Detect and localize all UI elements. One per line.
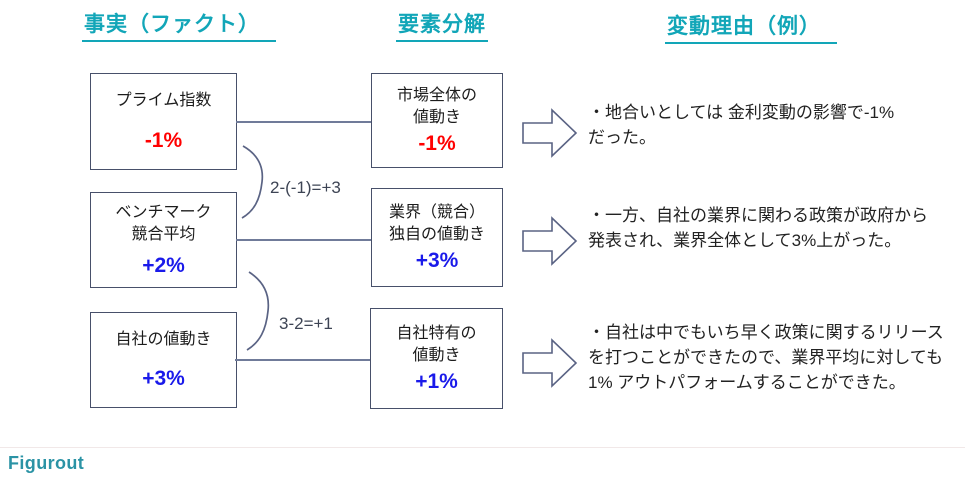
formula-label-2: 3-2=+1 <box>279 314 333 333</box>
column-header-reason: 変動理由（例） <box>665 10 837 44</box>
fact-box-label-line: 競合平均 <box>131 225 196 243</box>
decomp-box-industry: 業界（競合） 独自の値動き +3% <box>371 188 503 287</box>
reason-line: 1% アウトパフォームすることができた。 <box>588 373 906 392</box>
right-arrow-icon-2 <box>522 216 578 266</box>
reason-line: 発表され、業界全体として3%上がった。 <box>588 231 902 250</box>
decomp-box-label-line: 値動き <box>412 109 461 126</box>
connector-line-row3 <box>235 359 372 361</box>
fact-box-label: 自社の値動き <box>115 329 211 351</box>
decomp-box-market: 市場全体の 値動き -1% <box>371 73 503 168</box>
reason-line: ・自社は中でもいち早く政策に関するリリース <box>588 323 944 342</box>
fact-box-label-line: ベンチマーク <box>115 203 212 221</box>
column-header-decomposition: 要素分解 <box>396 8 488 42</box>
decomp-box-label-line: 自社特有の <box>396 325 477 342</box>
fact-box-value: +2% <box>142 254 185 278</box>
column-header-fact: 事実（ファクト） <box>82 8 276 42</box>
decomp-box-label: 市場全体の 値動き <box>397 85 477 129</box>
reason-text-row1: ・地合いとしては 金利変動の影響で-1% だった。 <box>588 100 963 150</box>
reason-line: だった。 <box>588 128 656 147</box>
fact-box-value: +3% <box>142 367 185 390</box>
decomp-box-label-line: 業界（競合） <box>388 204 485 221</box>
decomp-box-label: 業界（競合） 独自の値動き <box>389 202 485 246</box>
decomp-box-label: 自社特有の 値動き <box>396 323 476 367</box>
connector-line-row1 <box>236 121 372 123</box>
brace-curve-2 <box>246 271 270 351</box>
brace-curve-1 <box>241 145 264 219</box>
reason-line: ・一方、自社の業界に関わる政策が政府から <box>588 206 928 225</box>
decomp-box-company-specific: 自社特有の 値動き +1% <box>370 308 503 409</box>
fact-box-value: -1% <box>144 128 183 152</box>
fact-box-label: プライム指数 <box>116 90 212 112</box>
fact-box-benchmark-average: ベンチマーク 競合平均 +2% <box>90 192 237 288</box>
reason-text-row3: ・自社は中でもいち早く政策に関するリリース を打つことができたので、業界平均に対… <box>588 320 963 395</box>
footer-divider <box>0 447 965 448</box>
right-arrow-icon-1 <box>522 108 578 158</box>
decomp-box-label-line: 独自の値動き <box>388 226 485 243</box>
decomp-box-label-line: 市場全体の <box>396 87 477 104</box>
decomp-box-value: +1% <box>415 370 458 393</box>
reason-line: を打つことができたので、業界平均に対しても <box>588 348 943 367</box>
decomp-box-value: -1% <box>418 132 456 155</box>
fact-box-label-line: 自社の値動き <box>115 331 212 348</box>
fact-box-own-stock: 自社の値動き +3% <box>90 312 237 408</box>
fact-box-prime-index: プライム指数 -1% <box>90 73 237 170</box>
fact-box-label: ベンチマーク 競合平均 <box>115 202 211 246</box>
decomp-box-label-line: 値動き <box>412 347 461 364</box>
fact-box-label-line: プライム指数 <box>115 92 212 110</box>
figurout-logo: Figurout <box>8 453 85 473</box>
decomp-box-value: +3% <box>415 249 459 272</box>
formula-label-1: 2-(-1)=+3 <box>270 178 341 197</box>
right-arrow-icon-3 <box>522 338 578 388</box>
connector-line-row2 <box>236 239 372 241</box>
reason-text-row2: ・一方、自社の業界に関わる政策が政府から 発表され、業界全体として3%上がった。 <box>588 203 963 253</box>
reason-line: ・地合いとしては 金利変動の影響で-1% <box>588 103 895 122</box>
